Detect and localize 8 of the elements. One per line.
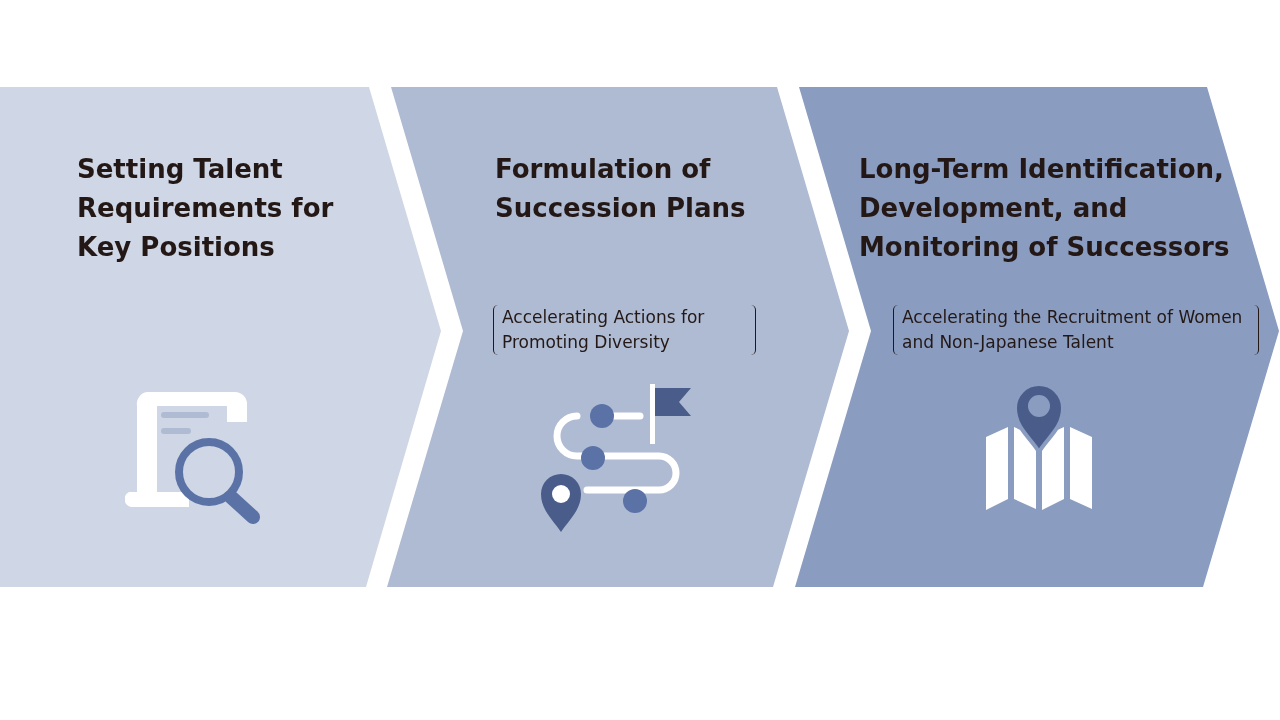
- bracketed-note: Accelerating Actions for Promoting Diversity: [493, 305, 756, 355]
- step-heading: Long-Term Identification, Development, and Monitoring of Successors: [859, 153, 1231, 264]
- step-heading: Setting Talent Requirements for Key Positions: [77, 153, 335, 264]
- chevron-step: [795, 87, 1280, 587]
- chevron-step: [387, 87, 850, 587]
- step-heading: Formulation of Succession Plans: [495, 153, 747, 225]
- chevron-step: [0, 87, 442, 587]
- bracketed-note: Accelerating the Recruitment of Women and Non-Japanese Talent: [893, 305, 1259, 355]
